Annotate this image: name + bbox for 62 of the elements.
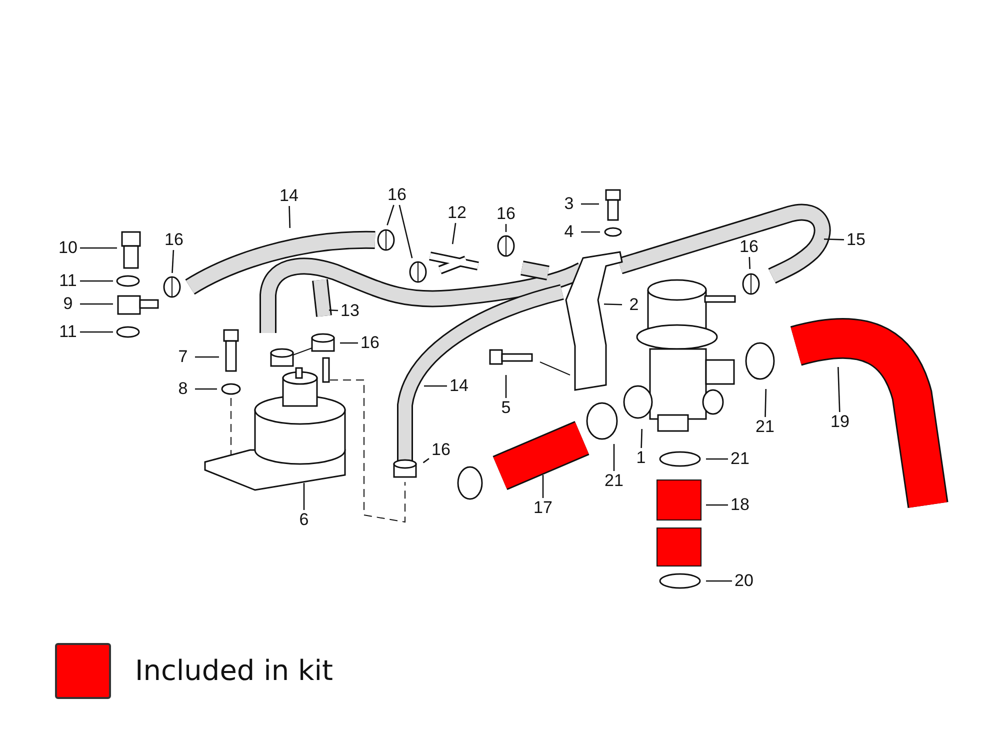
callout-number: 11 xyxy=(56,322,80,342)
leader-line xyxy=(604,303,622,306)
leader-line xyxy=(764,388,767,418)
callout-number: 21 xyxy=(728,449,752,469)
leader-line xyxy=(706,580,732,582)
callout-number: 4 xyxy=(557,222,581,242)
leader-line xyxy=(824,238,844,240)
callout-number: 6 xyxy=(292,510,316,530)
callout-number: 16 xyxy=(429,440,453,460)
leader-line xyxy=(452,222,456,244)
leader-line xyxy=(172,250,174,274)
leader-line xyxy=(542,475,544,498)
callout-number: 1 xyxy=(629,448,653,468)
leader-line xyxy=(80,280,113,282)
callout-number: 16 xyxy=(358,333,382,353)
leader-line xyxy=(80,247,117,249)
callout-number: 8 xyxy=(171,379,195,399)
leader-line xyxy=(706,504,728,506)
callout-number: 21 xyxy=(753,417,777,437)
leader-line xyxy=(422,458,430,464)
callout-number: 16 xyxy=(385,185,409,205)
callout-number: 9 xyxy=(56,294,80,314)
leader-line xyxy=(748,256,750,270)
leader-line xyxy=(195,356,219,358)
leader-line xyxy=(398,204,413,258)
callout-number: 21 xyxy=(602,471,626,491)
leader-line xyxy=(80,303,113,305)
leader-line xyxy=(424,385,447,387)
callout-number: 16 xyxy=(737,237,761,257)
leader-line xyxy=(80,331,113,333)
leader-line xyxy=(706,458,728,460)
callout-number: 10 xyxy=(56,238,80,258)
leader-line xyxy=(581,203,599,205)
callout-number: 16 xyxy=(162,230,186,250)
callout-number: 5 xyxy=(494,398,518,418)
leader-line xyxy=(505,224,507,232)
leader-line xyxy=(837,366,840,412)
callout-number: 2 xyxy=(622,295,646,315)
callout-number: 19 xyxy=(828,412,852,432)
leader-line xyxy=(288,206,291,228)
callout-number: 3 xyxy=(557,194,581,214)
callout-number: 7 xyxy=(171,347,195,367)
callout-number: 11 xyxy=(56,271,80,291)
leader-line xyxy=(340,342,358,344)
legend-text: Included in kit xyxy=(135,654,333,687)
leader-line xyxy=(195,388,217,390)
leader-line xyxy=(613,444,615,471)
callout-number: 15 xyxy=(844,230,868,250)
callout-number: 14 xyxy=(447,376,471,396)
leader-line xyxy=(640,428,643,448)
callout-number: 20 xyxy=(732,571,756,591)
leader-line xyxy=(303,483,305,510)
callout-number: 14 xyxy=(277,186,301,206)
callout-number: 18 xyxy=(728,495,752,515)
callout-number: 17 xyxy=(531,498,555,518)
leader-line xyxy=(386,204,394,226)
callout-number: 16 xyxy=(494,204,518,224)
leader-line xyxy=(581,231,600,233)
callout-number: 12 xyxy=(445,203,469,223)
leader-line xyxy=(328,310,338,312)
leader-line xyxy=(505,375,507,398)
callout-number: 13 xyxy=(338,301,362,321)
